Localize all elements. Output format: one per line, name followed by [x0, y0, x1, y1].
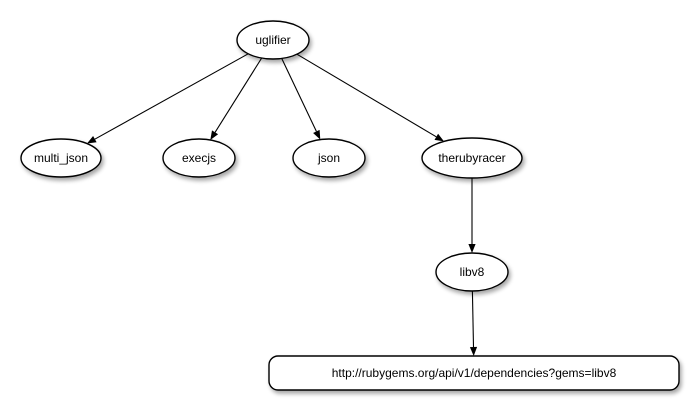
edge-line	[94, 53, 249, 140]
node-ellipse	[435, 252, 509, 292]
node-therubyracer: therubyracer	[421, 137, 523, 179]
edge-uglifier-to-multi_json	[87, 53, 249, 144]
node-url: http://rubygems.org/api/v1/dependencies?…	[268, 355, 680, 391]
arrowhead-icon	[469, 346, 478, 356]
node-label: http://rubygems.org/api/v1/dependencies?…	[332, 366, 617, 380]
edge-line	[471, 290, 475, 348]
node-label: json	[317, 151, 340, 165]
node-label: execjs	[182, 151, 216, 165]
node-json: json	[292, 138, 366, 178]
node-ellipse	[20, 138, 102, 178]
edge-line	[281, 58, 317, 132]
node-ellipse	[292, 138, 366, 178]
node-execjs: execjs	[162, 138, 236, 178]
nodes: uglifier multi_json execjs json therubyracer…	[20, 20, 680, 391]
node-label: multi_json	[34, 151, 88, 165]
arrowhead-icon	[468, 244, 476, 253]
edge-uglifier-to-json	[281, 58, 321, 140]
edge-line	[296, 53, 437, 138]
edges	[87, 53, 478, 356]
node-ellipse	[162, 138, 236, 178]
arrowhead-icon	[87, 136, 97, 144]
node-rounded-rect	[268, 355, 680, 391]
edge-uglifier-to-execjs	[210, 57, 263, 140]
node-ellipse	[236, 20, 310, 60]
edge-libv8-to-url	[469, 290, 478, 356]
edge-uglifier-to-therubyracer	[296, 53, 444, 142]
node-label: therubyracer	[438, 151, 505, 165]
arrowhead-icon	[210, 130, 219, 140]
edge-therubyracer-to-libv8	[468, 178, 476, 253]
arrowhead-icon	[313, 129, 321, 140]
edge-line	[214, 57, 263, 133]
node-label: uglifier	[255, 33, 290, 47]
node-uglifier: uglifier	[236, 20, 310, 60]
node-ellipse	[421, 137, 523, 179]
arrowhead-icon	[434, 133, 444, 142]
node-label: libv8	[460, 265, 485, 279]
node-multi-json: multi_json	[20, 138, 102, 178]
node-libv8: libv8	[435, 252, 509, 292]
